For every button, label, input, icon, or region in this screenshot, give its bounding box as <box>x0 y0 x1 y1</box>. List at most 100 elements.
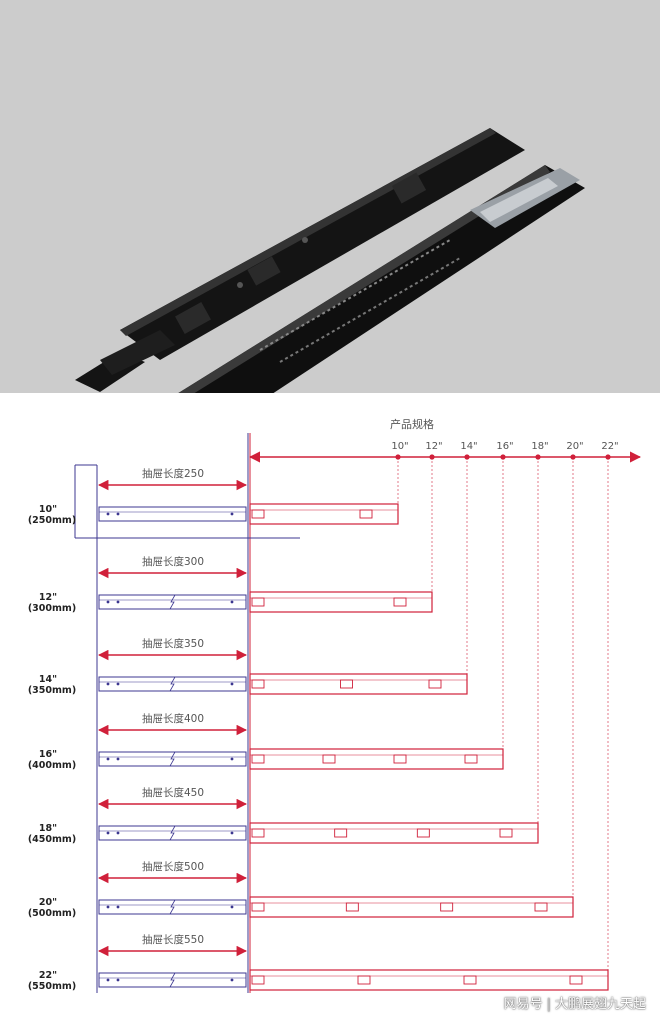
size-inch-label: 18" <box>39 823 57 834</box>
mounting-slot <box>463 975 477 985</box>
product-photo <box>0 0 660 393</box>
break-mark <box>169 594 176 610</box>
mounting-slot <box>251 509 265 519</box>
rail-hole <box>116 978 120 982</box>
rail-hole <box>116 512 120 516</box>
extension-length-label: 抽屉长度250 <box>142 467 204 480</box>
break-mark <box>169 972 176 988</box>
mounting-slot <box>393 597 407 607</box>
size-inch-label: 14" <box>39 674 57 685</box>
drawer-rail-outline <box>98 899 247 915</box>
mounting-slot <box>428 679 442 689</box>
mounting-slot <box>322 754 336 764</box>
rail-hole <box>116 600 120 604</box>
mounting-slot <box>251 754 265 764</box>
mounting-slot <box>416 828 430 838</box>
extension-length-label: 抽屉长度450 <box>142 786 204 799</box>
spec-label: 20" <box>566 441 583 452</box>
mounting-slot <box>334 828 348 838</box>
rail-hole <box>230 905 234 909</box>
rail-hole <box>230 512 234 516</box>
rail-hole <box>230 682 234 686</box>
mounting-slot <box>251 975 265 985</box>
extension-length-label: 抽屉长度500 <box>142 860 204 873</box>
size-mm-label: (300mm) <box>28 603 76 614</box>
cabinet-rail-outline <box>249 969 609 991</box>
size-row: 抽屉长度550 22"(550mm) <box>28 457 609 992</box>
size-inch-label: 20" <box>39 897 57 908</box>
spec-label: 14" <box>460 441 477 452</box>
cabinet-rail-outline <box>249 591 433 613</box>
rail-hole <box>106 978 110 982</box>
size-mm-label: (350mm) <box>28 685 76 696</box>
mounting-slot <box>340 679 353 689</box>
spec-label: 12" <box>425 441 442 452</box>
mounting-slot <box>357 975 371 985</box>
spec-label: 16" <box>496 441 513 452</box>
size-mm-label: (550mm) <box>28 981 76 992</box>
size-row: 抽屉长度450 18"(450mm) <box>28 457 539 845</box>
mounting-slot <box>251 679 265 689</box>
size-inch-label: 12" <box>39 592 57 603</box>
rail-hole <box>106 831 110 835</box>
cabinet-rail-outline <box>249 503 399 525</box>
spec-label: 18" <box>531 441 548 452</box>
rail-hole <box>116 905 120 909</box>
rail-hole <box>116 682 120 686</box>
break-mark <box>169 825 176 841</box>
mounting-slot <box>393 754 407 764</box>
mounting-slot <box>569 975 583 985</box>
drawer-rail-outline <box>98 751 247 767</box>
size-inch-label: 16" <box>39 749 57 760</box>
extension-length-label: 抽屉长度350 <box>142 637 204 650</box>
size-mm-label: (450mm) <box>28 834 76 845</box>
rail-hole <box>230 600 234 604</box>
rail-hole <box>106 512 110 516</box>
size-diagram: 产品规格 10" 12" 14" 16" 18" 20" 22" 抽屉长度250 10"(25… <box>28 417 642 993</box>
mounting-slot <box>534 902 548 912</box>
size-row: 抽屉长度300 12"(300mm) <box>28 457 433 614</box>
rail-hole <box>116 757 120 761</box>
drawer-rail-outline <box>98 506 247 522</box>
break-mark <box>169 899 176 915</box>
rail-hole <box>116 831 120 835</box>
cabinet-rail-outline <box>249 673 468 695</box>
source-watermark: 网易号|大鹏展翅九天起 <box>503 997 646 1012</box>
break-mark <box>169 676 176 692</box>
drawer-rail-outline <box>98 972 247 988</box>
mounting-slot <box>499 828 513 838</box>
rail-hole <box>106 682 110 686</box>
rail-hole <box>230 978 234 982</box>
rail-hole <box>106 600 110 604</box>
mounting-slot <box>464 754 478 764</box>
break-mark <box>169 751 176 767</box>
size-inch-label: 10" <box>39 504 57 515</box>
source-name: 网易号 <box>503 997 543 1012</box>
drawer-rail-outline <box>98 825 247 841</box>
size-row: 抽屉长度250 10"(250mm) <box>28 457 399 526</box>
mounting-slot <box>440 902 454 912</box>
mounting-slot <box>359 509 373 519</box>
rail-hole <box>106 757 110 761</box>
size-mm-label: (250mm) <box>28 515 76 526</box>
drawer-rail-outline <box>98 676 247 692</box>
spec-label: 22" <box>601 441 618 452</box>
extension-length-label: 抽屉长度550 <box>142 933 204 946</box>
cabinet-rail-outline <box>249 748 504 770</box>
drawer-rail-outline <box>98 594 247 610</box>
mounting-slot <box>251 828 265 838</box>
cabinet-rail-outline <box>249 896 574 918</box>
rail-hole <box>230 757 234 761</box>
extension-length-label: 抽屉长度400 <box>142 712 204 725</box>
rail-hole <box>230 831 234 835</box>
size-mm-label: (500mm) <box>28 908 76 919</box>
mounting-slot <box>251 597 265 607</box>
diagram-title: 产品规格 <box>390 417 434 431</box>
cabinet-rail-outline <box>249 822 539 844</box>
rail-hole <box>106 905 110 909</box>
size-row: 抽屉长度350 14"(350mm) <box>28 457 468 696</box>
extension-length-label: 抽屉长度300 <box>142 555 204 568</box>
mounting-slot <box>251 902 265 912</box>
size-inch-label: 22" <box>39 970 57 981</box>
